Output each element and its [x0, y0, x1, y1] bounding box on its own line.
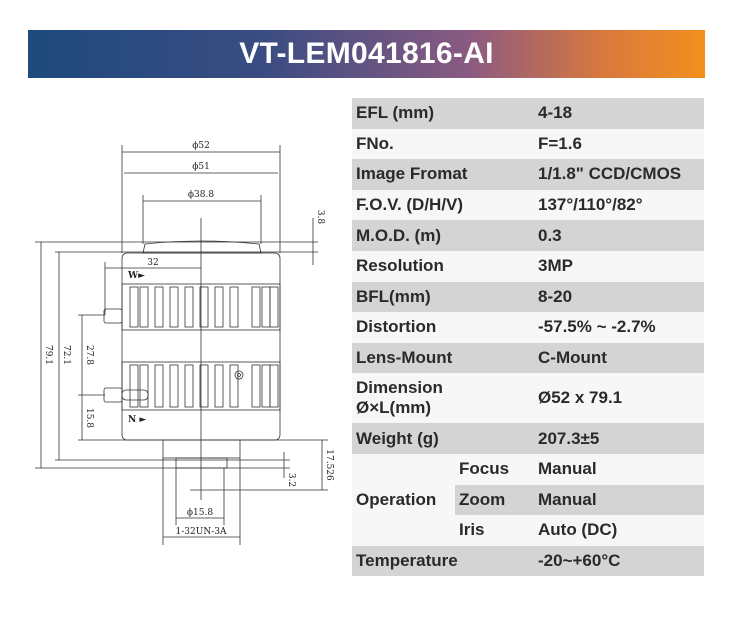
spec-value: 0.3: [534, 220, 704, 251]
wide-mark: W►: [127, 271, 145, 281]
spec-value: 137°/110°/82°: [534, 189, 704, 221]
spec-label: F.O.V. (D/H/V): [352, 189, 534, 221]
grip-rib: [251, 286, 261, 328]
grip-rib: [139, 286, 149, 328]
grip-rib: [269, 364, 279, 408]
spec-row: FNo. F=1.6: [352, 128, 704, 160]
operation-value: Auto (DC): [534, 515, 704, 546]
grip-rib: [261, 286, 271, 328]
grip-rib: [269, 286, 279, 328]
grip-rib: [251, 364, 261, 408]
spec-row: F.O.V. (D/H/V) 137°/110°/82°: [352, 189, 704, 221]
spec-value: F=1.6: [534, 128, 704, 160]
spec-value: -57.5% ~ -2.7%: [534, 312, 704, 343]
dim-phi52: ϕ52: [192, 141, 210, 151]
thread-spec: 1-32UN-3A: [176, 527, 227, 537]
spec-label: M.O.D. (m): [352, 220, 534, 251]
grip-rib: [129, 286, 139, 328]
spec-row: BFL(mm) 8-20: [352, 281, 704, 313]
spec-row: EFL (mm) 4-18: [352, 98, 704, 129]
product-title: VT-LEM041816-AI: [239, 37, 494, 70]
grip-rib: [129, 364, 139, 408]
lens-dimension-drawing: ϕ52 ϕ51 ϕ38.8 32 W► N ► 79.1 72.1 27.8 1…: [35, 141, 334, 545]
spec-value: 3MP: [534, 250, 704, 282]
spec-label: Resolution: [352, 250, 534, 282]
operation-sub-label: Focus: [455, 453, 534, 485]
operation-row: Operation Focus Manual: [352, 453, 704, 546]
spec-row: Resolution 3MP: [352, 250, 704, 282]
grip-rib: [184, 286, 194, 328]
grip-rib: [199, 364, 209, 408]
spec-label: Temperature: [352, 545, 534, 577]
dim-17-526: 17.526: [324, 449, 334, 481]
spec-value: 4-18: [534, 98, 704, 129]
spec-label: FNo.: [352, 128, 534, 160]
dim-15-8: 15.8: [84, 408, 94, 428]
operation-row: Iris Auto (DC): [352, 515, 704, 546]
grip-rib: [261, 364, 271, 408]
grip-rib: [139, 364, 149, 408]
spec-row: Weight (g) 207.3±5: [352, 423, 704, 454]
dim-3-8: 3.8: [315, 210, 325, 225]
grip-rib: [154, 286, 164, 328]
operation-value: Manual: [534, 484, 704, 516]
dim-27-8: 27.8: [84, 345, 94, 365]
near-mark: N ►: [128, 415, 146, 425]
dim-72-1: 72.1: [61, 345, 71, 365]
grip-rib: [214, 286, 224, 328]
spec-value: 207.3±5: [534, 423, 704, 454]
spec-row-temperature: Temperature -20~+60°C: [352, 545, 704, 577]
spec-label: EFL (mm): [352, 98, 534, 129]
spec-value: -20~+60°C: [534, 545, 704, 577]
product-title-banner: VT-LEM041816-AI: [28, 30, 705, 78]
grip-rib: [154, 364, 164, 408]
grip-rib: [214, 364, 224, 408]
dim-phi38-8: ϕ38.8: [188, 190, 214, 200]
spec-row: Dimension Ø×L(mm) Ø52 x 79.1: [352, 373, 704, 424]
grip-rib: [229, 364, 239, 408]
dim-79-1: 79.1: [43, 345, 53, 365]
spec-table: EFL (mm) 4-18 FNo. F=1.6 Image Fromat 1/…: [352, 98, 704, 577]
operation-row: Zoom Manual: [352, 484, 704, 516]
grip-rib: [184, 364, 194, 408]
spec-value: 1/1.8" CCD/CMOS: [534, 159, 704, 190]
dim-32: 32: [147, 258, 158, 268]
operation-sub-label: Zoom: [455, 484, 534, 516]
spec-label: Dimension Ø×L(mm): [352, 373, 534, 424]
dim-3-2: 3.2: [286, 473, 296, 487]
spec-label: Image Fromat: [352, 159, 534, 190]
operation-label: Operation: [352, 453, 455, 546]
grip-rib: [229, 286, 239, 328]
spec-row: Image Fromat 1/1.8" CCD/CMOS: [352, 159, 704, 190]
operation-value: Manual: [534, 453, 704, 485]
grip-rib: [199, 286, 209, 328]
dim-phi51: ϕ51: [192, 162, 210, 172]
grip-rib: [169, 286, 179, 328]
spec-label: BFL(mm): [352, 281, 534, 313]
spec-label: Lens-Mount: [352, 342, 534, 374]
grip-rib: [169, 364, 179, 408]
spec-row: M.O.D. (m) 0.3: [352, 220, 704, 251]
spec-row: Distortion -57.5% ~ -2.7%: [352, 312, 704, 343]
spec-row: Lens-Mount C-Mount: [352, 342, 704, 374]
spec-value: 8-20: [534, 281, 704, 313]
spec-value: C-Mount: [534, 342, 704, 374]
dim-phi15-8: ϕ15.8: [187, 508, 213, 518]
spec-label: Weight (g): [352, 423, 534, 454]
spec-value: Ø52 x 79.1: [534, 373, 704, 424]
operation-sub-label: Iris: [455, 515, 534, 546]
spec-label: Distortion: [352, 312, 534, 343]
